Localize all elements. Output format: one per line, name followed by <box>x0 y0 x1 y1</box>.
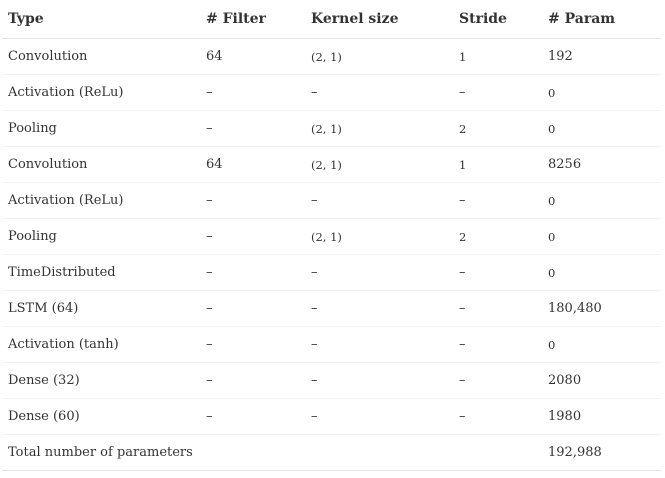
cell-stride: – <box>453 290 542 327</box>
cell-kernel-size: – <box>305 326 453 363</box>
cell-type: LSTM (64) <box>2 290 200 327</box>
cell-param: 0 <box>542 74 661 111</box>
cell-type: TimeDistributed <box>2 254 200 291</box>
cell-filter: – <box>200 290 305 327</box>
cell-filter: – <box>200 182 305 219</box>
cell-filter: – <box>200 110 305 147</box>
cell-param: 0 <box>542 110 661 147</box>
cell-type: Convolution <box>2 146 200 183</box>
cell-filter: – <box>200 398 305 435</box>
cell-stride: 2 <box>453 218 542 255</box>
cell-filter: – <box>200 74 305 111</box>
cell-filter: – <box>200 218 305 255</box>
cell-stride: – <box>453 182 542 219</box>
cell-param-total: 192,988 <box>542 434 661 471</box>
cell-kernel-size: – <box>305 254 453 291</box>
cell-kernel-size: (2, 1) <box>305 38 453 75</box>
cell-stride: – <box>453 254 542 291</box>
cell-type: Activation (tanh) <box>2 326 200 363</box>
cell-param: 0 <box>542 326 661 363</box>
cell-type-total-label: Total number of parameters <box>2 434 200 471</box>
table-row: Pooling – (2, 1) 2 0 <box>2 218 661 255</box>
cell-stride: – <box>453 74 542 111</box>
cell-filter: 64 <box>200 146 305 183</box>
cell-kernel-size: (2, 1) <box>305 110 453 147</box>
table-header: Type # Filter Kernel size Stride # Param <box>2 0 661 39</box>
cell-type: Convolution <box>2 38 200 75</box>
table-row: Convolution 64 (2, 1) 1 8256 <box>2 146 661 183</box>
layer-parameter-table-container: Type # Filter Kernel size Stride # Param… <box>2 0 661 471</box>
table-row: LSTM (64) – – – 180,480 <box>2 290 661 327</box>
header-type: Type <box>2 0 200 39</box>
cell-kernel-size: – <box>305 398 453 435</box>
cell-type: Activation (ReLu) <box>2 182 200 219</box>
cell-kernel-size: – <box>305 182 453 219</box>
table-row: Activation (tanh) – – – 0 <box>2 326 661 363</box>
cell-param: 2080 <box>542 362 661 399</box>
cell-filter: – <box>200 254 305 291</box>
header-kernel-size: Kernel size <box>305 0 453 39</box>
table-row: Dense (60) – – – 1980 <box>2 398 661 435</box>
table-row: Convolution 64 (2, 1) 1 192 <box>2 38 661 75</box>
cell-param: 192 <box>542 38 661 75</box>
cell-kernel-size: – <box>305 290 453 327</box>
cell-param: 0 <box>542 182 661 219</box>
cell-param: 180,480 <box>542 290 661 327</box>
cell-stride: 2 <box>453 110 542 147</box>
table-row: Dense (32) – – – 2080 <box>2 362 661 399</box>
cell-type: Pooling <box>2 218 200 255</box>
cell-param: 0 <box>542 218 661 255</box>
cell-stride <box>453 434 542 471</box>
cell-filter: – <box>200 326 305 363</box>
cell-type: Activation (ReLu) <box>2 74 200 111</box>
cell-filter: – <box>200 362 305 399</box>
cell-kernel-size: (2, 1) <box>305 146 453 183</box>
cell-param: 8256 <box>542 146 661 183</box>
cell-stride: 1 <box>453 146 542 183</box>
header-param: # Param <box>542 0 661 39</box>
table-row-total: Total number of parameters 192,988 <box>2 434 661 471</box>
cell-type: Dense (60) <box>2 398 200 435</box>
cell-param: 1980 <box>542 398 661 435</box>
cell-stride: – <box>453 398 542 435</box>
cell-stride: 1 <box>453 38 542 75</box>
table-body: Convolution 64 (2, 1) 1 192 Activation (… <box>2 38 661 471</box>
cell-stride: – <box>453 326 542 363</box>
cell-stride: – <box>453 362 542 399</box>
table-row: Pooling – (2, 1) 2 0 <box>2 110 661 147</box>
cell-kernel-size <box>305 434 453 471</box>
header-filter: # Filter <box>200 0 305 39</box>
header-row: Type # Filter Kernel size Stride # Param <box>2 0 661 39</box>
layer-parameter-table: Type # Filter Kernel size Stride # Param… <box>2 0 661 471</box>
cell-type: Pooling <box>2 110 200 147</box>
header-stride: Stride <box>453 0 542 39</box>
table-row: Activation (ReLu) – – – 0 <box>2 182 661 219</box>
cell-kernel-size: – <box>305 74 453 111</box>
cell-type: Dense (32) <box>2 362 200 399</box>
table-row: TimeDistributed – – – 0 <box>2 254 661 291</box>
cell-kernel-size: (2, 1) <box>305 218 453 255</box>
cell-filter: 64 <box>200 38 305 75</box>
cell-filter <box>200 434 305 471</box>
table-row: Activation (ReLu) – – – 0 <box>2 74 661 111</box>
cell-param: 0 <box>542 254 661 291</box>
cell-kernel-size: – <box>305 362 453 399</box>
